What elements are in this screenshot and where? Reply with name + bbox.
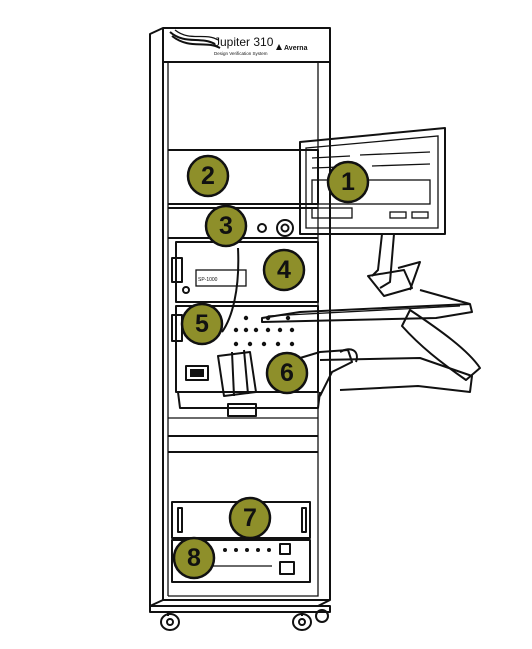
caster-right (292, 611, 312, 631)
monitor-assembly (261, 127, 481, 397)
callout-7: 7 (228, 496, 272, 540)
callout-6-label: 6 (280, 359, 294, 387)
slide-handle (217, 349, 257, 397)
product-subtitle: Design Verification System (214, 51, 268, 56)
callout-2: 2 (186, 154, 230, 198)
callout-6: 6 (265, 351, 309, 395)
rack-cabinet (149, 27, 331, 631)
product-title: Jupiter 310 (214, 35, 274, 49)
callout-1: 1 (326, 160, 370, 204)
brand-name: Averna (284, 45, 308, 52)
callout-5-label: 5 (195, 310, 209, 338)
callout-8: 8 (172, 536, 216, 580)
cabinet-header: Jupiter 310 Design Verification System A… (198, 35, 308, 283)
patch-panel-jacks (233, 315, 295, 347)
callout-3: 3 (204, 204, 248, 248)
caster-left (160, 611, 180, 631)
caster-back (315, 609, 329, 623)
bay8-indicators (223, 548, 271, 552)
callout-1-label: 1 (341, 168, 355, 196)
brand-logo-icon (276, 44, 282, 50)
callout-5: 5 (180, 302, 224, 346)
callout-2-label: 2 (201, 162, 215, 190)
module-label: SP-1000 (198, 277, 218, 283)
callout-4: 4 (262, 248, 306, 292)
callout-7-label: 7 (243, 504, 257, 532)
callout-8-label: 8 (187, 544, 201, 572)
callout-3-label: 3 (219, 212, 233, 240)
callout-4-label: 4 (277, 256, 291, 284)
